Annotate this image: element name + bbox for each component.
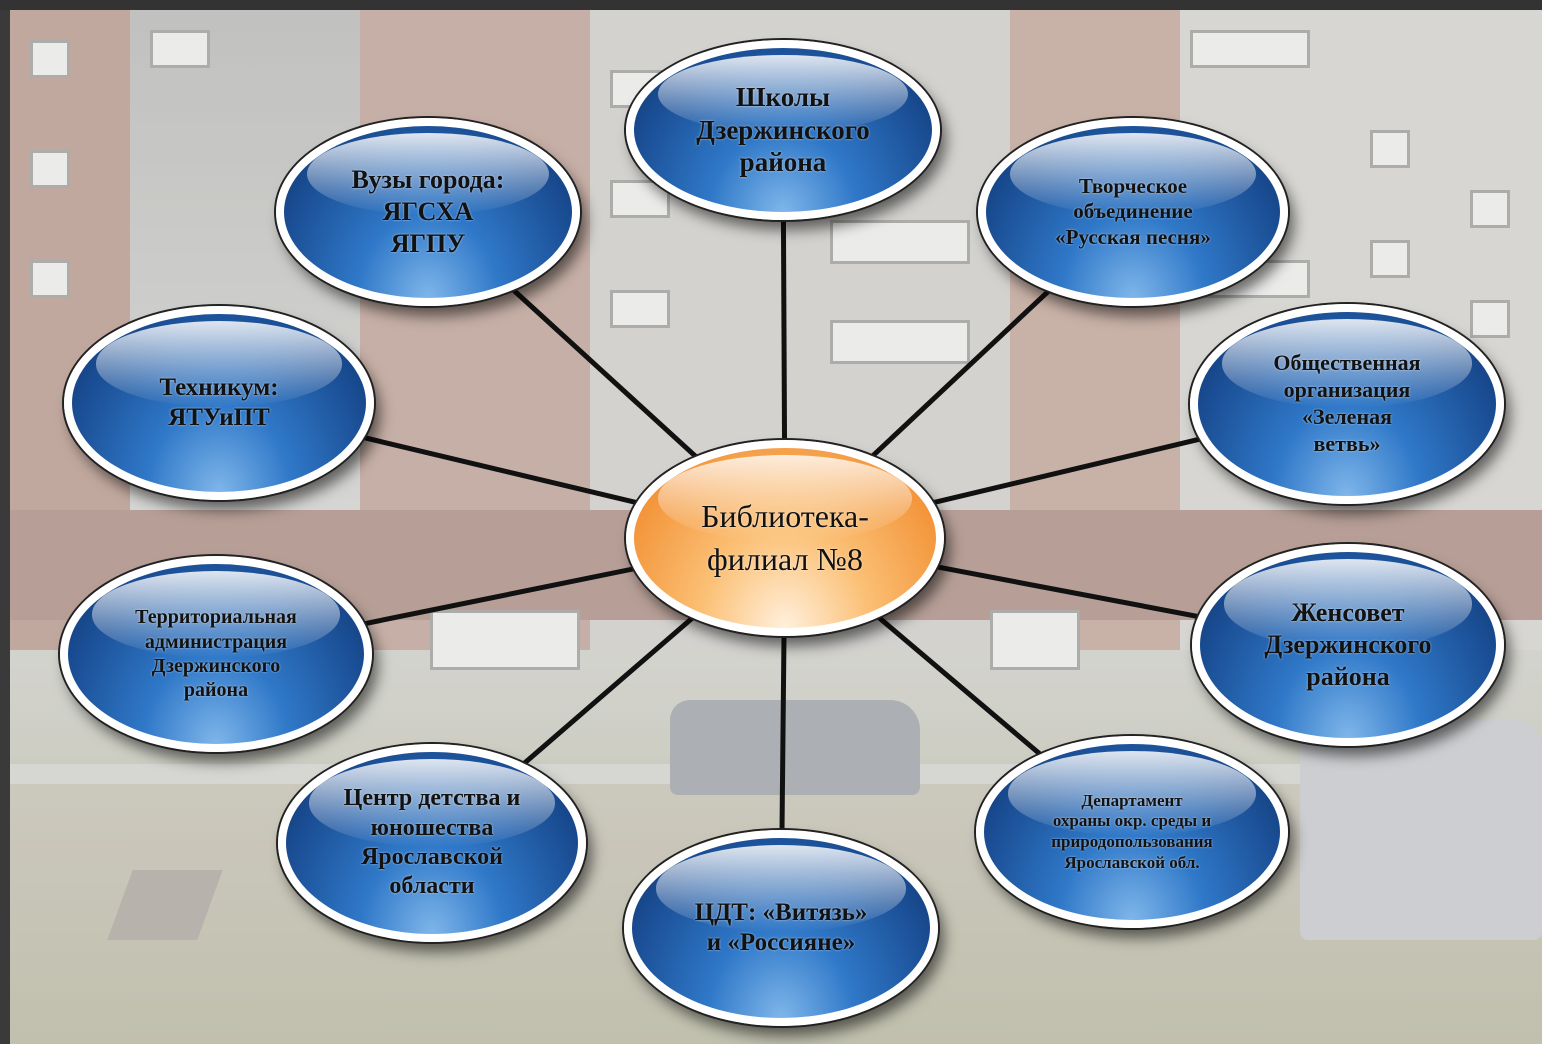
node-cdt: ЦДТ: «Витязь» и «Россияне» [624, 830, 938, 1026]
window [830, 320, 970, 364]
node-environment-department: Департамент охраны окр. среды и природоп… [976, 736, 1288, 928]
window [30, 40, 70, 78]
window [1370, 130, 1410, 168]
node-environment-department-label: Департамент охраны окр. среды и природоп… [1051, 790, 1213, 872]
window [30, 150, 70, 188]
node-youth-center: Центр детства и юношества Ярославской об… [278, 744, 586, 942]
window [30, 260, 70, 298]
node-schools-label: Школы Дзержинского района [696, 81, 870, 178]
node-creative-association: Творческое объединение «Русская песня» [978, 118, 1288, 306]
node-territorial-administration: Территориальная администрация Дзержинско… [60, 556, 372, 752]
node-creative-association-label: Творческое объединение «Русская песня» [1055, 173, 1211, 249]
parked-car-right [1300, 720, 1542, 940]
node-public-organization: Общественная организация «Зеленая ветвь» [1190, 304, 1504, 504]
window [610, 290, 670, 328]
window [990, 610, 1080, 670]
node-technical-school-label: Техникум: ЯТУиПТ [159, 373, 279, 432]
node-women-council-label: Женсовет Дзержинского района [1264, 598, 1432, 691]
window [830, 220, 970, 264]
top-dark-bar [0, 0, 1542, 10]
window [430, 610, 580, 670]
window [1190, 30, 1310, 68]
center-library-node: Библиотека- филиал №8 [626, 440, 944, 636]
node-cdt-label: ЦДТ: «Витязь» и «Россияне» [694, 898, 868, 957]
node-schools: Школы Дзержинского района [626, 40, 940, 220]
node-universities-label: Вузы города: ЯГСХА ЯГПУ [351, 165, 505, 258]
node-technical-school: Техникум: ЯТУиПТ [64, 306, 374, 500]
node-women-council: Женсовет Дзержинского района [1192, 544, 1504, 746]
parked-car [670, 700, 920, 795]
window [1470, 300, 1510, 338]
window [1370, 240, 1410, 278]
node-territorial-administration-label: Территориальная администрация Дзержинско… [135, 606, 297, 702]
node-youth-center-label: Центр детства и юношества Ярославской об… [343, 785, 521, 900]
window [150, 30, 210, 68]
window [1470, 190, 1510, 228]
node-public-organization-label: Общественная организация «Зеленая ветвь» [1273, 350, 1421, 456]
node-universities: Вузы города: ЯГСХА ЯГПУ [276, 118, 580, 306]
center-library-label: Библиотека- филиал №8 [701, 497, 869, 577]
